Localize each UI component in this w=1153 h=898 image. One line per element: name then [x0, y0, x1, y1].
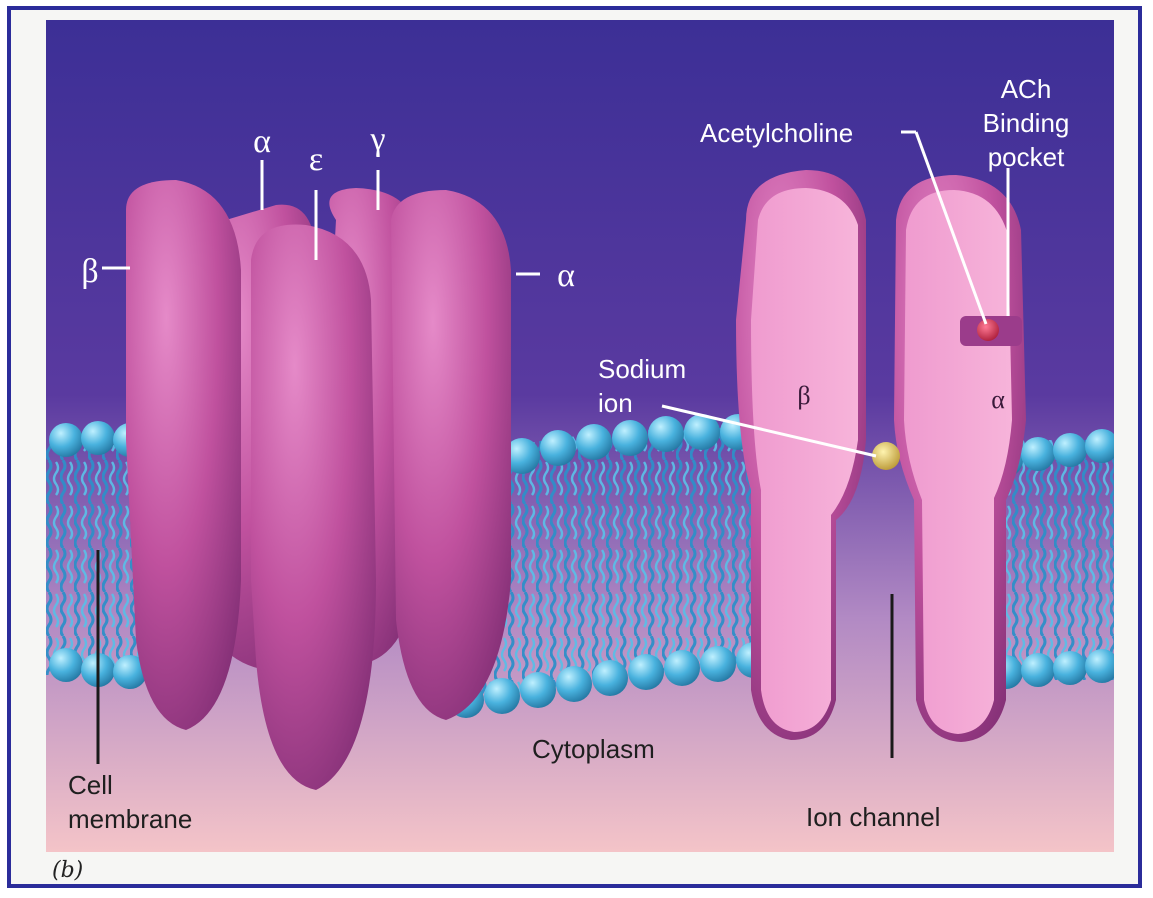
receptor-diagram: α ε γ β α β α Acetylcholine ACh Binding … — [46, 20, 1114, 852]
label-ach-3: pocket — [988, 142, 1065, 172]
label-sodium-1: Sodium — [598, 354, 686, 384]
label-epsilon: ε — [309, 141, 323, 178]
label-beta-cut: β — [797, 381, 810, 410]
label-ion-channel: Ion channel — [806, 802, 940, 832]
label-alpha-right: α — [557, 257, 575, 294]
label-ach-2: Binding — [983, 108, 1070, 138]
subunit-epsilon — [251, 224, 376, 790]
receptor-intact — [126, 180, 511, 790]
label-cytoplasm: Cytoplasm — [532, 734, 655, 764]
label-sodium-2: ion — [598, 388, 633, 418]
label-gamma: γ — [369, 121, 385, 158]
subunit-beta — [126, 180, 241, 730]
label-acetylcholine: Acetylcholine — [700, 118, 853, 148]
panel-label: (b) — [52, 858, 83, 883]
label-ach-1: ACh — [1001, 74, 1052, 104]
illustration-panel: α ε γ β α β α Acetylcholine ACh Binding … — [46, 20, 1114, 852]
sodium-ion — [872, 442, 900, 470]
subunit-alpha-right — [391, 190, 511, 720]
label-beta-left: β — [81, 253, 98, 290]
label-alpha-top: α — [253, 123, 271, 160]
label-cell-membrane-2: membrane — [68, 804, 192, 834]
acetylcholine-molecule — [977, 319, 999, 341]
label-alpha-cut: α — [991, 385, 1005, 414]
label-cell-membrane-1: Cell — [68, 770, 113, 800]
